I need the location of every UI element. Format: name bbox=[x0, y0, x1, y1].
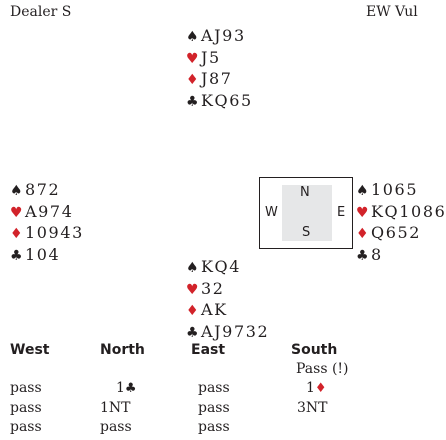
west-spades-row: ♠872 bbox=[10, 180, 84, 202]
club-icon: ♣ bbox=[356, 247, 369, 264]
bid-north-round1: 1♣ bbox=[116, 380, 137, 396]
bid-west-round2: pass bbox=[10, 400, 42, 416]
east-hearts: KQ1086 bbox=[371, 201, 446, 221]
north-spades-row: ♠AJ93 bbox=[186, 26, 253, 48]
bid-south-round1: 1♦ bbox=[306, 380, 327, 396]
west-clubs-row: ♣104 bbox=[10, 245, 84, 267]
bid-east-round1: pass bbox=[198, 380, 230, 396]
north-hearts: J5 bbox=[201, 47, 221, 67]
club-icon: ♣ bbox=[186, 93, 199, 110]
bid-west-round3: pass bbox=[10, 419, 42, 435]
heart-icon: ♥ bbox=[356, 204, 369, 221]
south-hearts: 32 bbox=[201, 278, 225, 298]
bid-level: 1 bbox=[116, 380, 125, 396]
compass-south: S bbox=[302, 225, 311, 240]
west-hand: ♠872 ♥A974 ♦10943 ♣104 bbox=[10, 180, 84, 266]
east-diamonds-row: ♦Q652 bbox=[356, 223, 446, 245]
compass-north: N bbox=[300, 185, 310, 200]
west-hearts-row: ♥A974 bbox=[10, 202, 84, 224]
diamond-icon: ♦ bbox=[186, 303, 199, 319]
spade-icon: ♠ bbox=[186, 29, 199, 45]
north-spades: AJ93 bbox=[201, 26, 246, 45]
spade-icon: ♠ bbox=[186, 260, 199, 276]
north-hearts-row: ♥J5 bbox=[186, 48, 253, 70]
east-diamonds: Q652 bbox=[371, 223, 422, 242]
heart-icon: ♥ bbox=[186, 50, 199, 67]
compass-west: W bbox=[265, 205, 278, 220]
bid-south-pass-first: Pass (!) bbox=[296, 361, 349, 377]
south-diamonds-row: ♦AK bbox=[186, 300, 269, 322]
east-hearts-row: ♥KQ1086 bbox=[356, 202, 446, 224]
bid-north-round2: 1NT bbox=[100, 400, 131, 416]
bid-north-round3: pass bbox=[100, 419, 132, 435]
east-spades: 1065 bbox=[371, 180, 419, 199]
compass-box: N W E S bbox=[259, 177, 353, 249]
diamond-icon: ♦ bbox=[356, 226, 369, 242]
diamond-icon: ♦ bbox=[186, 72, 199, 88]
club-icon: ♣ bbox=[124, 381, 137, 396]
vulnerability-label: EW Vul bbox=[366, 4, 418, 20]
compass-fill bbox=[282, 185, 332, 241]
south-hand: ♠KQ4 ♥32 ♦AK ♣AJ9732 bbox=[186, 257, 269, 343]
auction-header-north: North bbox=[100, 342, 145, 358]
diamond-icon: ♦ bbox=[10, 226, 23, 242]
bid-west-round1: pass bbox=[10, 380, 42, 396]
west-diamonds: 10943 bbox=[25, 223, 84, 242]
east-spades-row: ♠1065 bbox=[356, 180, 446, 202]
north-clubs-row: ♣KQ65 bbox=[186, 91, 253, 113]
auction-header-south: South bbox=[291, 342, 338, 358]
bid-south-round2: 3NT bbox=[297, 400, 328, 416]
spade-icon: ♠ bbox=[10, 183, 23, 199]
heart-icon: ♥ bbox=[186, 281, 199, 298]
south-spades-row: ♠KQ4 bbox=[186, 257, 269, 279]
east-clubs: 8 bbox=[371, 244, 383, 264]
north-diamonds-row: ♦J87 bbox=[186, 69, 253, 91]
auction-header-east: East bbox=[191, 342, 226, 358]
club-icon: ♣ bbox=[10, 247, 23, 264]
north-hand: ♠AJ93 ♥J5 ♦J87 ♣KQ65 bbox=[186, 26, 253, 112]
bid-level: 1 bbox=[306, 380, 315, 396]
west-clubs: 104 bbox=[25, 244, 61, 264]
south-spades: KQ4 bbox=[201, 257, 242, 276]
club-icon: ♣ bbox=[186, 324, 199, 341]
west-hearts: A974 bbox=[25, 201, 74, 221]
compass-east: E bbox=[337, 205, 346, 220]
bid-east-round2: pass bbox=[198, 400, 230, 416]
east-hand: ♠1065 ♥KQ1086 ♦Q652 ♣8 bbox=[356, 180, 446, 266]
heart-icon: ♥ bbox=[10, 204, 23, 221]
south-hearts-row: ♥32 bbox=[186, 279, 269, 301]
spade-icon: ♠ bbox=[356, 183, 369, 199]
south-clubs-row: ♣AJ9732 bbox=[186, 322, 269, 344]
west-spades: 872 bbox=[25, 180, 61, 199]
east-clubs-row: ♣8 bbox=[356, 245, 446, 267]
west-diamonds-row: ♦10943 bbox=[10, 223, 84, 245]
diamond-icon: ♦ bbox=[314, 381, 327, 396]
north-diamonds: J87 bbox=[201, 69, 233, 88]
north-clubs: KQ65 bbox=[201, 90, 253, 110]
dealer-label: Dealer S bbox=[10, 4, 72, 20]
auction-header-west: West bbox=[10, 342, 50, 358]
bid-east-round3: pass bbox=[198, 419, 230, 435]
south-diamonds: AK bbox=[201, 300, 228, 319]
south-clubs: AJ9732 bbox=[201, 321, 270, 341]
